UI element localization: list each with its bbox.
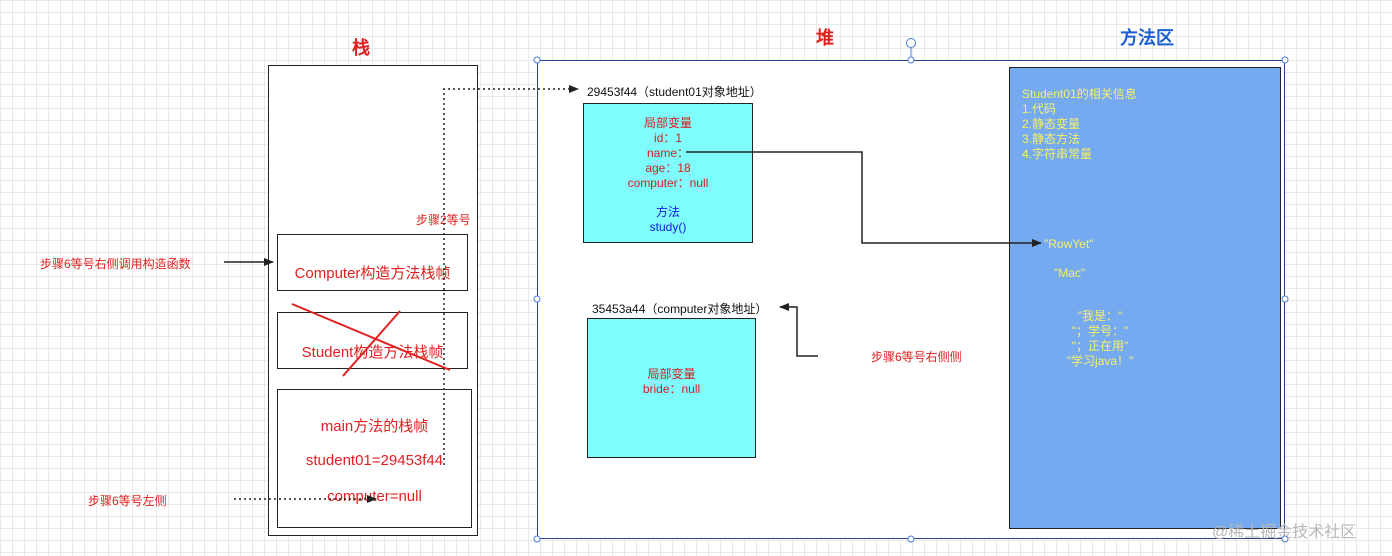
string-constant: "；正在用" <box>1071 339 1129 353</box>
computer-object-address: 35453a44（computer对象地址） <box>592 302 768 316</box>
main-frame-student-var: student01=29453f44 <box>305 452 444 469</box>
string-constant: "学习java！" <box>1066 354 1134 368</box>
string-constant-mac: "Mac" <box>1054 266 1086 280</box>
computer-object-box: 局部变量 bride：null <box>587 318 756 458</box>
method-area-box: Student01的相关信息 1.代码 2.静态变量 3.静态方法 4.字符串常… <box>1009 67 1281 529</box>
watermark: @稀土掘金技术社区 <box>1212 524 1357 541</box>
annotation-step2-equals: 步骤2等号 <box>416 213 471 227</box>
student-field-age: age：18 <box>645 161 691 175</box>
rotate-handle <box>906 38 916 48</box>
method-area-info-item: 3.静态方法 <box>1022 132 1081 146</box>
main-frame-title: main方法的栈帧 <box>320 418 429 435</box>
heap-title: 堆 <box>816 28 834 48</box>
student-local-vars-label: 局部变量 <box>643 116 692 130</box>
computer-frame-label: Computer构造方法栈帧 <box>294 265 451 282</box>
method-area-info-item: 1.代码 <box>1022 102 1057 116</box>
main-frame-computer-var: computer=null <box>327 488 422 505</box>
computer-constructor-frame: Computer构造方法栈帧 <box>277 234 468 291</box>
method-area-info-item: 4.字符串常量 <box>1022 147 1093 161</box>
student-frame-label: Student构造方法栈帧 <box>301 344 444 361</box>
student-field-name: name： <box>646 146 690 160</box>
student-field-id: id：1 <box>653 131 682 145</box>
computer-local-vars-label: 局部变量 <box>647 367 696 381</box>
main-frame: main方法的栈帧 student01=29453f44 computer=nu… <box>277 389 472 528</box>
method-area-info-title: Student01的相关信息 <box>1022 87 1137 101</box>
student-method-study: study() <box>649 220 687 234</box>
string-constant: "我是：" <box>1077 309 1123 323</box>
student-constructor-frame: Student构造方法栈帧 <box>277 312 468 369</box>
annotation-step6-right: 步骤6等号右侧侧 <box>871 350 962 364</box>
stack-title: 栈 <box>352 38 370 58</box>
method-area-info-item: 2.静态变量 <box>1022 117 1081 131</box>
string-constant-rowyet: "RowYet" <box>1044 237 1094 251</box>
student-field-computer: computer：null <box>627 176 709 190</box>
annotation-step6-right-call: 步骤6等号右侧调用构造函数 <box>40 257 191 271</box>
method-area-title: 方法区 <box>1120 28 1174 48</box>
annotation-step6-left: 步骤6等号左侧 <box>88 494 167 508</box>
student-object-box: 局部变量 id：1 name： age：18 computer：null 方法 … <box>583 103 753 243</box>
computer-field-bride: bride：null <box>642 382 701 396</box>
student-method-label: 方法 <box>655 205 680 219</box>
string-constant: "；学号：" <box>1071 324 1129 338</box>
student-object-address: 29453f44（student01对象地址） <box>587 85 762 99</box>
